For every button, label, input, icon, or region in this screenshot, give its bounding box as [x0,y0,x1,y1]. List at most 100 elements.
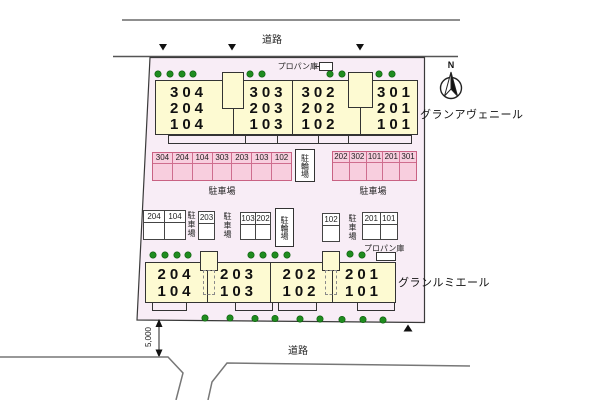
north-label: N [447,60,455,70]
room-number: 204 [169,100,208,117]
stall-number: 204 [172,153,192,164]
marker-triangle-icon [159,44,167,51]
unit-divider [207,262,208,303]
parking-lot-label-vertical: 駐車場 [223,212,232,239]
parking-stall: 201 [383,152,401,180]
unit-stack-304: 304 204 104 [155,85,222,133]
parking-stall: 303 [212,153,233,180]
terrace-divider [318,136,319,143]
room-number: 303 [249,84,287,101]
unit-stack-303: 303 203 103 [244,85,292,133]
room-number: 301 [376,84,415,101]
unit-stack-201: 201 101 [332,266,395,300]
entrance-step [357,302,395,311]
road-bottom-left-edge [0,356,184,400]
terrace-divider [245,136,246,143]
room-number: 202 [282,266,320,283]
stall-number: 202 [333,152,349,163]
parking-block-row2-c: 103 202 [240,212,271,240]
stall-number: 301 [400,152,416,163]
dimension-arrowhead-icon [155,319,163,327]
room-number: 104 [169,116,208,133]
parking-lot-label-vertical: 駐車場 [348,214,357,241]
building-name-gran-lumiere: グランルミエール [398,277,490,289]
unit-divider [360,108,361,135]
compass-icon [439,71,463,100]
room-number: 103 [249,116,287,133]
parking-lot-label: 駐車場 [359,186,387,196]
room-number: 102 [301,116,339,133]
stall-number: 102 [323,215,339,226]
parking-stall: 202 [256,213,270,239]
stall-number: 103 [252,153,272,164]
parking-block-row1-left: 304 204 104 303 203 103 102 [152,152,292,181]
stall-number: 303 [212,153,232,164]
stall-number: 103 [241,214,255,225]
marker-triangle-icon [228,44,236,51]
stall-number: 204 [144,211,164,223]
propane-storage-label-bottom: プロパン庫 [364,244,405,253]
terrace-strip [168,135,412,144]
road-top-label: 道路 [262,35,282,46]
parking-stall: 104 [165,211,185,239]
bicycle-parking-label: 駐輪場 [280,215,289,240]
stair-flight-dashed [325,270,337,295]
building-name-gran-avenir: グランアヴェニール [420,109,524,121]
entrance-step [278,302,317,311]
stall-number: 101 [366,152,383,163]
room-number: 204 [157,266,195,283]
stall-number: 104 [165,211,185,223]
parking-stall: 204 [144,211,165,239]
room-number: 304 [169,84,208,101]
stairwell-top-right [348,72,373,108]
parking-block-row2-e: 201 101 [362,212,398,240]
unit-divider [332,262,333,303]
building-gran-avenir [155,80,418,135]
stall-number: 102 [272,153,292,164]
parking-stall: 104 [192,153,213,180]
terrace-divider [348,136,349,143]
stair-flight-dashed [203,270,215,295]
parking-block-row2-b: 203 [198,211,215,240]
entrance-step [152,302,187,311]
road-bottom-label: 道路 [288,346,308,357]
parking-lot-label-vertical: 駐車場 [187,211,196,238]
entrance-step [235,302,273,311]
parking-block-row2-d: 102 [322,213,340,242]
propane-connector [315,66,319,67]
parking-stall: 101 [366,152,384,180]
dimension-arrowhead-icon [155,349,163,358]
parking-lot-label: 駐車場 [208,186,236,196]
parking-block-row1-right: 202 302 101 201 301 [332,151,417,181]
stall-number: 203 [232,153,252,164]
stall-number: 101 [380,214,397,225]
stall-number: 201 [383,152,400,163]
room-number: 101 [376,116,415,133]
unit-stack-204: 204 104 [145,266,207,300]
unit-stack-302: 302 202 102 [292,85,348,133]
unit-divider [270,262,271,303]
propane-storage-box-bottom [376,252,396,261]
stairwell-top-left [222,72,244,109]
room-number: 203 [249,100,287,117]
parking-stall: 102 [272,153,292,180]
road-bottom-right-edge [207,362,471,400]
parking-block-row2-a: 204 104 [143,210,186,240]
room-number: 103 [219,283,258,300]
stall-number: 202 [256,214,270,225]
stall-number: 201 [363,214,380,225]
tree-dots [149,70,396,324]
room-number: 202 [301,100,339,117]
unit-divider [233,109,234,135]
parking-stall: 103 [252,153,273,180]
parking-stall: 101 [380,213,397,239]
parking-stall: 103 [241,213,256,239]
room-number: 104 [157,283,195,300]
unit-stack-202: 202 102 [270,266,332,300]
propane-storage-box-top [319,62,333,71]
stall-number: 104 [192,153,212,164]
dimension-label: 5,000 [144,326,153,348]
parking-stall: 302 [349,152,367,180]
